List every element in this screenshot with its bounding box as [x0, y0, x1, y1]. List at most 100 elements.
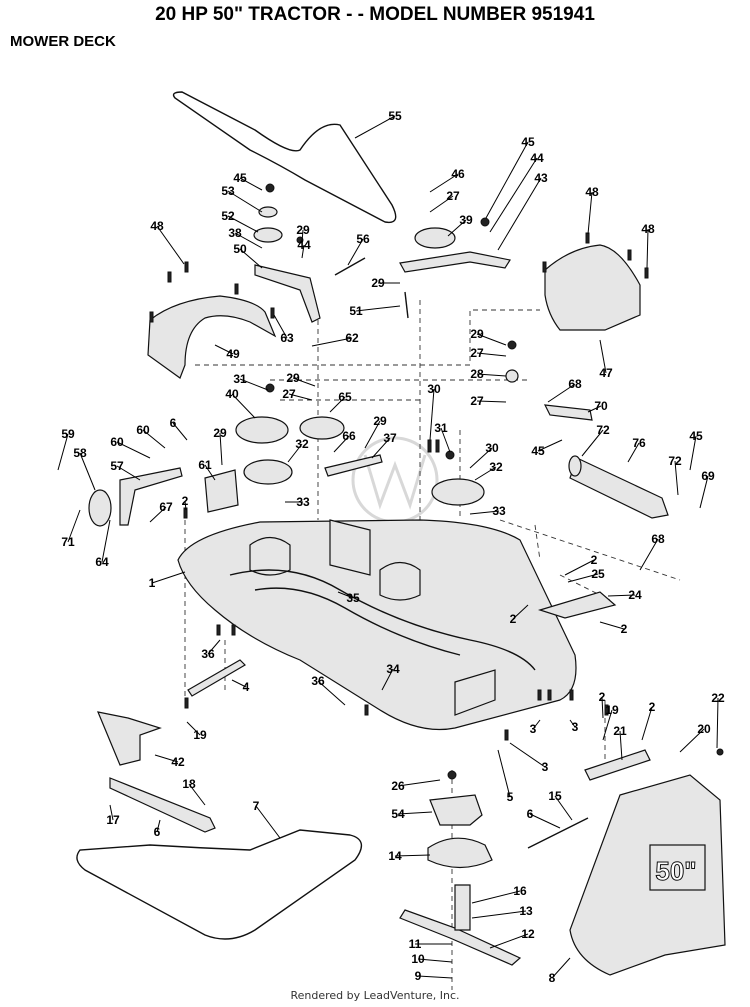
- part-callout-48: 48: [641, 222, 655, 236]
- hardware-bolts: [149, 183, 724, 780]
- part-callout-72: 72: [668, 454, 682, 468]
- callout-leader-line: [599, 621, 625, 630]
- callout-leader-line: [329, 396, 346, 413]
- roller-end-cap: [568, 455, 582, 477]
- part-callout-20: 20: [697, 722, 711, 736]
- part-callout-31: 31: [434, 421, 448, 435]
- callout-leader-line: [79, 452, 96, 491]
- part-callout-2: 2: [621, 622, 628, 636]
- part-callout-49: 49: [226, 347, 240, 361]
- part-callout-6: 6: [170, 416, 177, 430]
- callout-leader-line: [587, 191, 593, 235]
- callout-leader-line: [371, 437, 391, 459]
- callout-leader-line: [476, 400, 507, 403]
- part-callout-60: 60: [136, 423, 150, 437]
- part-callout-67: 67: [159, 500, 173, 514]
- link-7: [109, 777, 216, 833]
- callout-leader-line: [184, 500, 187, 511]
- chute-badge-frame: [649, 844, 706, 891]
- deck-spindle-left: [249, 536, 291, 576]
- part-callout-45: 45: [233, 171, 247, 185]
- part-callout-2: 2: [599, 690, 606, 704]
- callout-leader-line: [239, 177, 263, 191]
- callout-leader-line: [57, 433, 69, 471]
- part-callout-43: 43: [534, 171, 548, 185]
- part-callout-69: 69: [701, 469, 715, 483]
- part-callout-29: 29: [470, 327, 484, 341]
- callout-leader-line: [292, 377, 316, 387]
- part-callout-64: 64: [95, 555, 109, 569]
- callout-leader-line: [116, 441, 151, 459]
- idler-arm-43: [399, 251, 511, 273]
- part-callout-72: 72: [596, 423, 610, 437]
- part-callout-29: 29: [213, 426, 227, 440]
- callout-leader-line: [641, 706, 653, 741]
- spring-51: [404, 291, 409, 319]
- part-callout-22: 22: [711, 691, 725, 705]
- callout-leader-line: [607, 594, 636, 597]
- idler-bracket-50: [254, 264, 321, 323]
- footer-credit: Rendered by LeadVenture, Inc.: [290, 989, 460, 1002]
- part-callout-2: 2: [182, 494, 189, 508]
- part-callout-39: 39: [459, 213, 473, 227]
- callout-leader-line: [471, 890, 521, 904]
- pulley-65: [299, 416, 345, 440]
- callout-leader-line: [602, 709, 613, 741]
- part-callout-30: 30: [485, 441, 499, 455]
- deck-bracket: [329, 519, 371, 576]
- bracket-37: [324, 454, 383, 477]
- part-callout-44: 44: [297, 238, 311, 252]
- callout-leader-line: [489, 157, 538, 233]
- callout-leader-line: [689, 435, 697, 471]
- part-callout-34: 34: [386, 662, 400, 676]
- part-callout-76: 76: [632, 436, 646, 450]
- pulley-32-right: [431, 478, 485, 506]
- deck-spindle-center: [379, 561, 421, 601]
- link-4: [187, 659, 246, 697]
- deck-cover-left: [147, 295, 277, 379]
- part-callout-32: 32: [489, 460, 503, 474]
- callout-leader-line: [116, 465, 141, 481]
- callout-leader-line: [172, 422, 188, 441]
- callout-leader-line: [219, 432, 223, 466]
- pulley-32-left: [243, 459, 293, 485]
- callout-leader-line: [227, 215, 259, 233]
- part-callout-8: 8: [549, 971, 556, 985]
- callout-leader-line: [485, 141, 529, 219]
- pulley-40: [235, 416, 289, 444]
- arm-57: [119, 467, 183, 526]
- part-callout-19: 19: [605, 703, 619, 717]
- deck-grass-guide-ring-inner: [254, 587, 461, 656]
- callout-leader-line: [354, 115, 396, 139]
- part-callout-63: 63: [280, 331, 294, 345]
- callout-leader-line: [204, 464, 216, 481]
- part-callout-54: 54: [391, 807, 405, 821]
- callout-leader-line: [567, 573, 599, 583]
- callout-leader-line: [497, 749, 511, 798]
- part-callout-42: 42: [171, 755, 185, 769]
- part-callout-26: 26: [391, 779, 405, 793]
- part-callout-31: 31: [233, 372, 247, 386]
- bracket-24: [537, 591, 617, 619]
- part-callout-71: 71: [61, 535, 75, 549]
- part-callout-1: 1: [149, 576, 156, 590]
- part-callout-16: 16: [513, 884, 527, 898]
- callout-leader-line: [333, 435, 350, 453]
- callout-leader-line: [288, 393, 313, 401]
- part-callout-48: 48: [150, 219, 164, 233]
- callout-leader-line: [547, 383, 576, 403]
- wheel-58: [88, 489, 112, 527]
- callout-leader-line: [142, 429, 166, 449]
- part-callout-18: 18: [182, 777, 196, 791]
- pulley-39: [414, 227, 456, 249]
- callout-leader-line: [619, 730, 623, 761]
- part-callout-15: 15: [548, 789, 562, 803]
- part-callout-36: 36: [201, 647, 215, 661]
- callout-leader-line: [364, 420, 381, 449]
- part-callout-30: 30: [427, 382, 441, 396]
- callout-leader-line: [429, 388, 435, 441]
- callout-leader-line: [156, 819, 161, 833]
- callout-leader-line: [109, 804, 114, 821]
- callout-leader-line: [429, 195, 454, 213]
- baffle-20: [584, 749, 651, 781]
